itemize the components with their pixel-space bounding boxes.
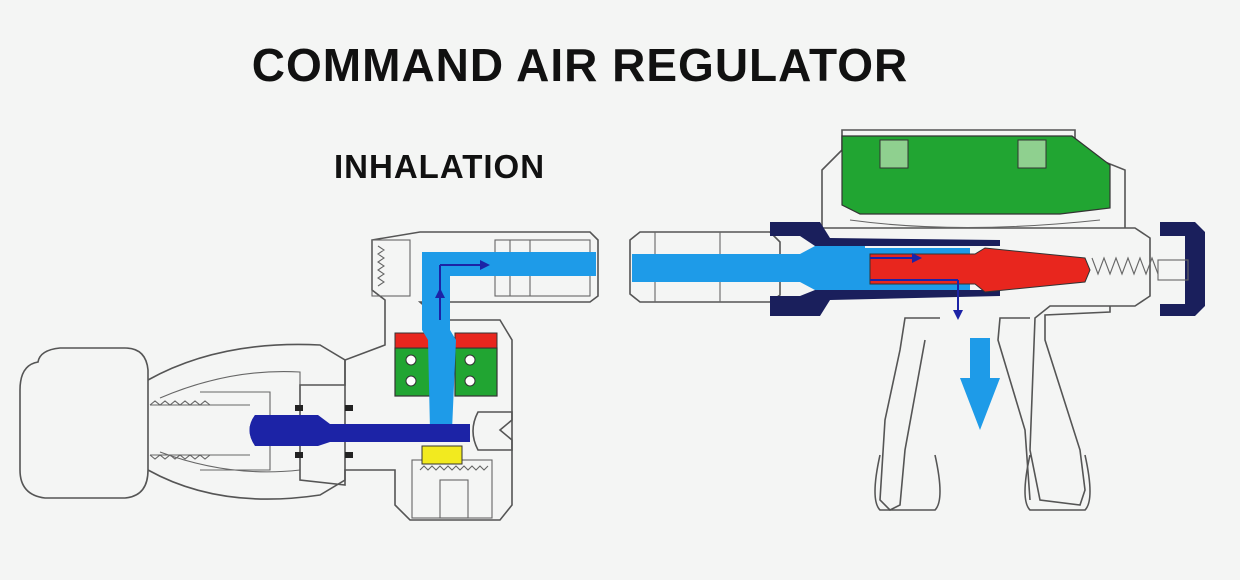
end-cap — [1160, 222, 1205, 316]
dark-seal-bottom — [770, 290, 1000, 316]
diagram-subtitle: INHALATION — [334, 148, 546, 185]
air-to-diver-arrow — [960, 338, 1000, 430]
yoke-outer — [147, 343, 346, 500]
hose-fitting — [629, 231, 781, 303]
filter — [421, 445, 463, 465]
spring-chamber-left — [394, 347, 434, 397]
spring-chamber-right — [454, 347, 498, 397]
diagram-title: COMMAND AIR REGULATOR — [251, 39, 909, 91]
tank-valve-body — [19, 347, 149, 499]
diaphragm-housing — [821, 129, 1126, 228]
dark-seal-top — [770, 222, 1000, 246]
first-stage-housing — [299, 231, 599, 521]
yoke-inner — [159, 371, 301, 473]
second-stage-housing — [790, 227, 1151, 506]
hose-air-channel — [632, 246, 865, 290]
first-stage — [19, 231, 599, 521]
low-pressure-channel-first-stage — [422, 252, 596, 430]
second-stage — [629, 129, 1205, 511]
bias-spring — [1091, 256, 1159, 276]
valve-seat-right — [454, 332, 498, 349]
